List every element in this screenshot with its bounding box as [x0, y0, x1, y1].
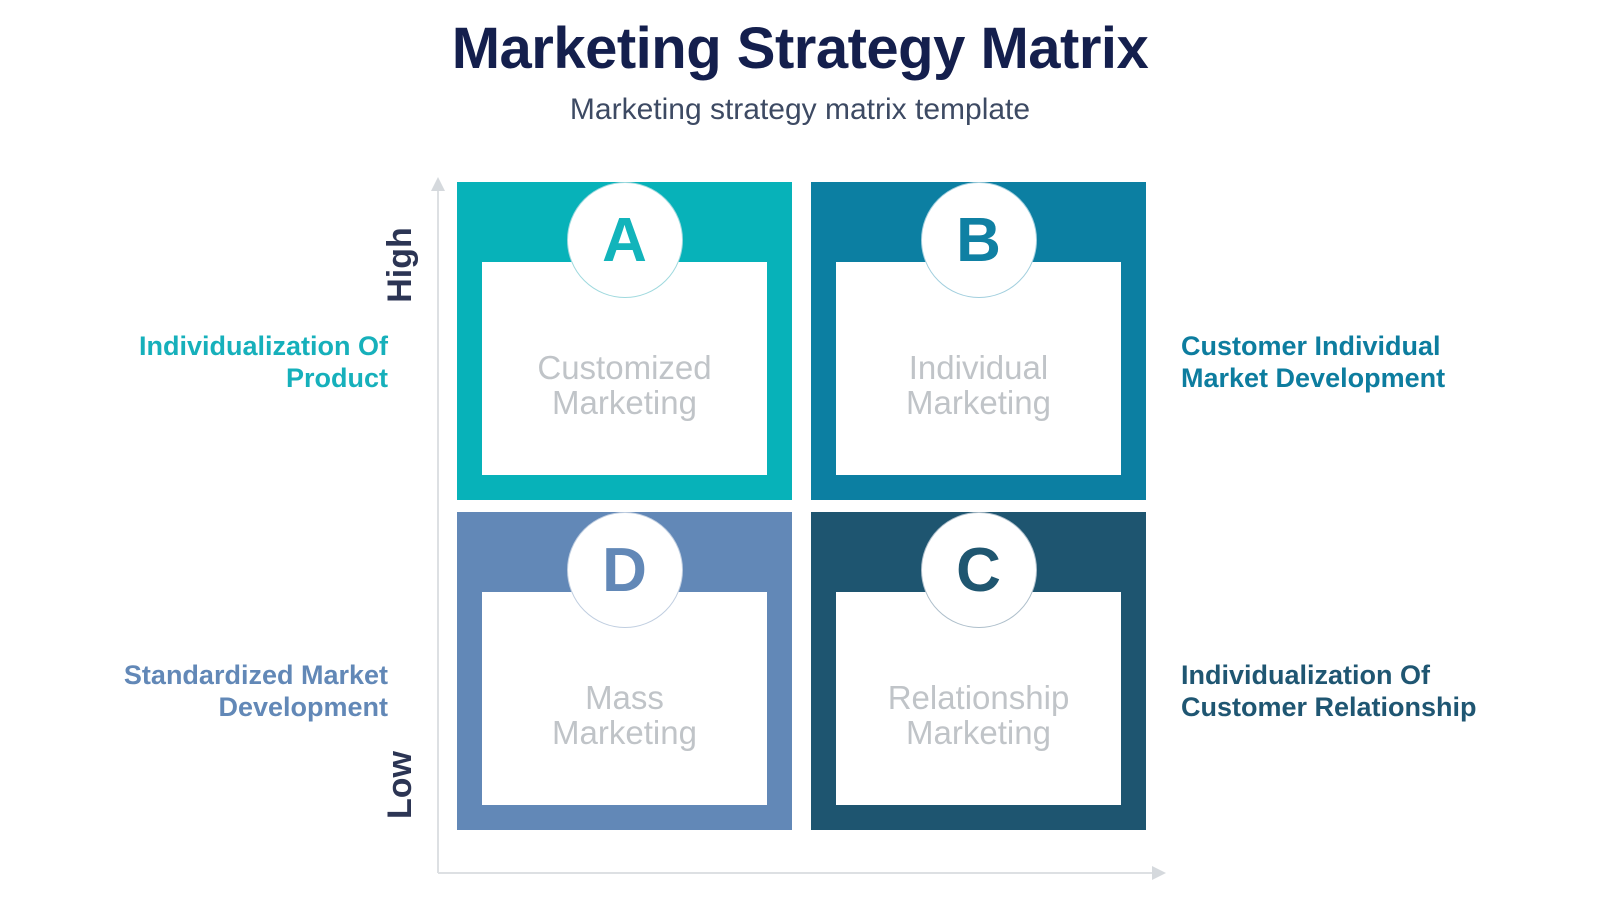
quadrant-c-label: Relationship Marketing: [887, 678, 1070, 751]
matrix-grid: Customized Marketing A Individual Market…: [457, 182, 1146, 830]
quadrant-a[interactable]: Customized Marketing A: [457, 182, 792, 500]
quadrant-a-badge: A: [566, 182, 683, 298]
quadrant-d-label: Mass Marketing: [552, 678, 697, 751]
axis-label-low: Low: [381, 751, 419, 819]
horizontal-axis-arrow-icon: [1152, 866, 1166, 880]
quadrant-b-label: Individual Marketing: [906, 348, 1051, 421]
quadrant-d-badge: D: [566, 512, 683, 628]
header: Marketing Strategy Matrix Marketing stra…: [0, 0, 1600, 127]
quadrant-b[interactable]: Individual Marketing B: [811, 182, 1146, 500]
quadrant-a-description: Individualization Of Product: [139, 331, 388, 393]
quadrant-c-description: Individualization Of Customer Relationsh…: [1181, 660, 1477, 722]
quadrant-a-label: Customized Marketing: [537, 348, 712, 421]
page-subtitle: Marketing strategy matrix template: [569, 92, 1031, 126]
quadrant-c-badge: C: [920, 512, 1037, 628]
quadrant-b-inner-card: Individual Marketing: [836, 262, 1121, 475]
axis-label-high: High: [381, 227, 419, 303]
quadrant-c[interactable]: Relationship Marketing C: [811, 512, 1146, 830]
vertical-axis-arrow-icon: [431, 177, 445, 191]
page-title: Marketing Strategy Matrix: [451, 16, 1149, 81]
quadrant-d-description: Standardized Market Development: [123, 660, 388, 722]
quadrant-b-badge: B: [920, 182, 1037, 298]
quadrant-b-description: Customer Individual Market Development: [1181, 331, 1446, 393]
quadrant-d[interactable]: Mass Marketing D: [457, 512, 792, 830]
